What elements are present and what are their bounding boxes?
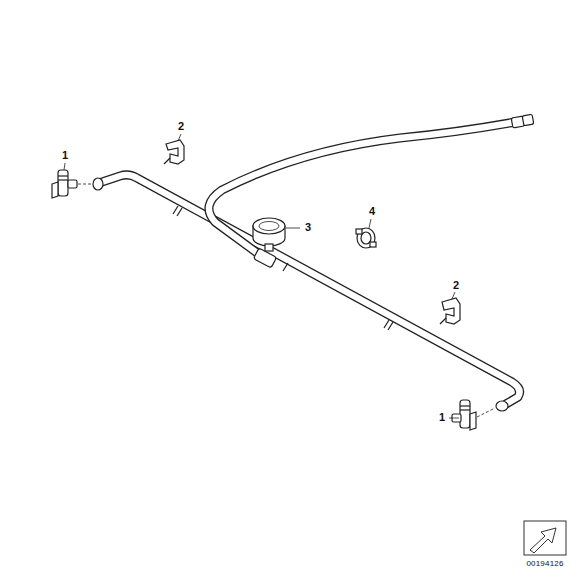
branch-hose <box>209 122 515 258</box>
hose-end <box>93 178 103 190</box>
leader-line <box>64 163 65 170</box>
main-hose-fill <box>102 175 520 404</box>
assembly-line <box>78 184 92 185</box>
main-hose <box>102 175 520 404</box>
hose-clamp <box>356 228 376 248</box>
hose-joint <box>388 322 393 330</box>
branch-hose-fill <box>209 122 515 258</box>
hose-joint <box>283 263 288 271</box>
callout-number: 1 <box>62 150 68 161</box>
hose-joint <box>177 208 182 216</box>
hose-joint <box>173 206 178 214</box>
callout-number: 3 <box>305 222 311 233</box>
hose-clip <box>164 140 184 164</box>
hose-end <box>496 401 508 411</box>
leader-line <box>449 418 459 419</box>
leader-line <box>369 219 371 228</box>
washer-nozzle <box>452 400 476 430</box>
drawing-number: 00194126 <box>526 560 563 568</box>
callout-number: 2 <box>453 280 459 291</box>
callout-number: 1 <box>439 412 445 423</box>
hose-joint <box>384 320 389 328</box>
view-icon <box>524 521 566 555</box>
assembly-line <box>477 408 495 417</box>
hose-clip <box>440 298 460 324</box>
washer-nozzle <box>52 170 77 198</box>
hose-fitting <box>522 114 534 126</box>
check-valve <box>253 218 285 251</box>
leader-line <box>286 228 300 229</box>
leader-line <box>452 292 455 299</box>
leader-line <box>178 134 181 141</box>
callout-number: 4 <box>369 206 375 217</box>
callout-number: 2 <box>178 121 184 132</box>
